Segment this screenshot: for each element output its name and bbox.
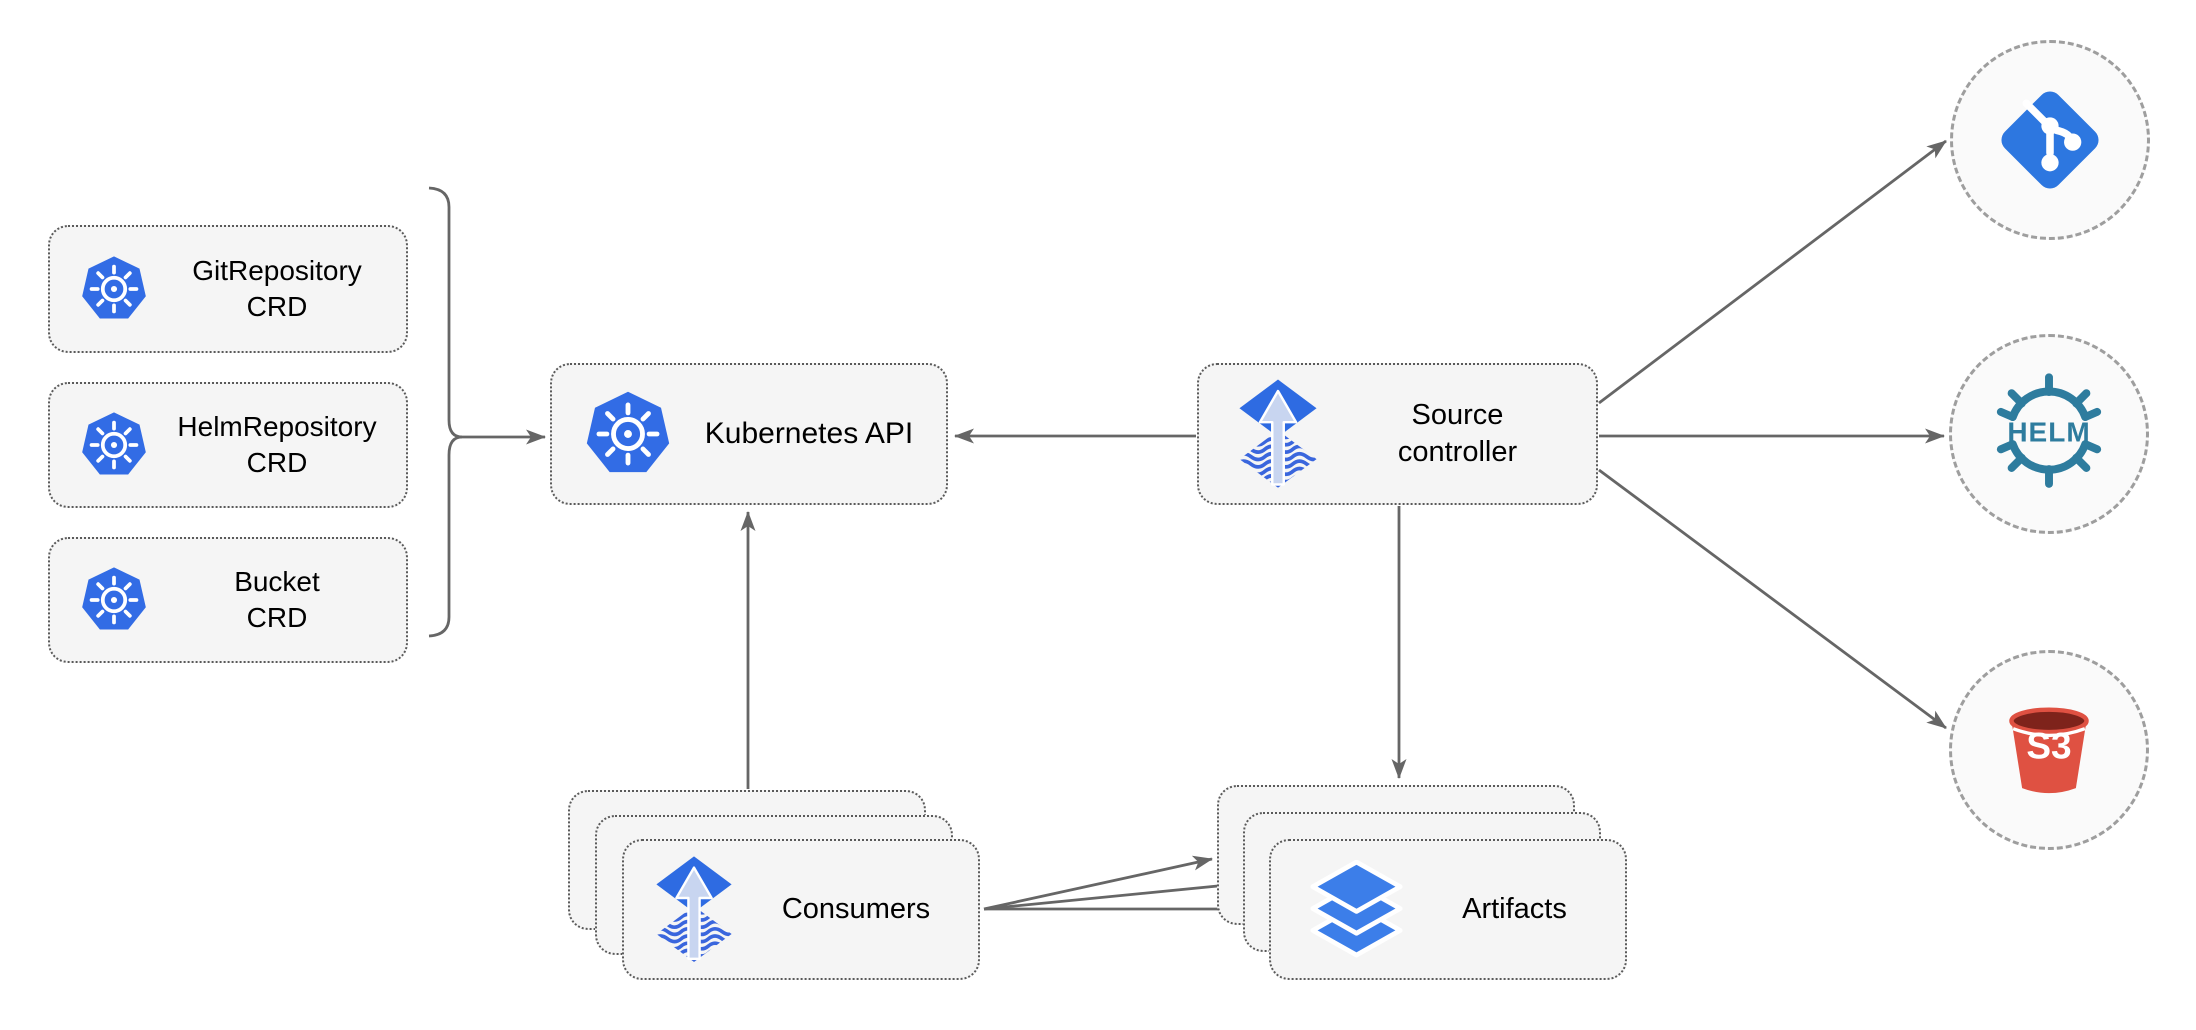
edge-source-to-s3 bbox=[1598, 468, 1947, 730]
flux-source-icon bbox=[654, 854, 734, 966]
label-line: Source bbox=[1411, 398, 1504, 431]
flux-source-icon bbox=[1237, 377, 1319, 492]
edge-source-to-git bbox=[1598, 139, 1947, 405]
label-line: HelmRepository bbox=[177, 411, 377, 443]
node-bucket-crd: Bucket CRD bbox=[48, 537, 408, 663]
node-label: GitRepository CRD bbox=[148, 253, 406, 325]
node-artifacts: Artifacts bbox=[1269, 839, 1627, 980]
git-icon bbox=[1996, 86, 2104, 194]
node-kubernetes-api: Kubernetes API bbox=[550, 363, 948, 505]
kubernetes-icon bbox=[80, 255, 148, 323]
node-helmrepository-crd: HelmRepository CRD bbox=[48, 382, 408, 508]
node-label: Consumers bbox=[781, 892, 931, 925]
label-line: CRD bbox=[246, 447, 308, 478]
label-line: Bucket bbox=[234, 566, 320, 598]
edge-consumers-to-artifacts-back bbox=[983, 855, 1213, 911]
label-line: CRD bbox=[246, 602, 308, 633]
node-label: Artifacts bbox=[1462, 892, 1567, 925]
node-git-remote bbox=[1950, 40, 2150, 240]
helm-label: HELM bbox=[2007, 416, 2091, 448]
node-consumers: Consumers bbox=[622, 839, 980, 980]
node-gitrepository-crd: GitRepository CRD bbox=[48, 225, 408, 353]
node-s3-remote: S3 bbox=[1949, 650, 2149, 850]
node-source-controller: Source controller bbox=[1197, 363, 1598, 505]
label-line: CRD bbox=[246, 291, 308, 322]
node-helm-remote: HELM bbox=[1949, 334, 2149, 534]
layers-icon bbox=[1309, 860, 1404, 959]
label-line: controller bbox=[1397, 436, 1518, 468]
crd-bracket bbox=[428, 186, 463, 638]
label-line: GitRepository bbox=[192, 255, 362, 287]
node-label: Bucket CRD bbox=[148, 564, 406, 636]
node-label: Kubernetes API bbox=[704, 416, 914, 450]
kubernetes-icon bbox=[584, 390, 672, 478]
kubernetes-icon bbox=[80, 411, 148, 479]
node-label: HelmRepository CRD bbox=[148, 409, 406, 481]
edge-consumers-to-artifacts-middle bbox=[983, 878, 1239, 911]
s3-label: S3 bbox=[2026, 725, 2072, 767]
node-label: Source controller bbox=[1319, 397, 1596, 471]
kubernetes-icon bbox=[80, 566, 148, 634]
